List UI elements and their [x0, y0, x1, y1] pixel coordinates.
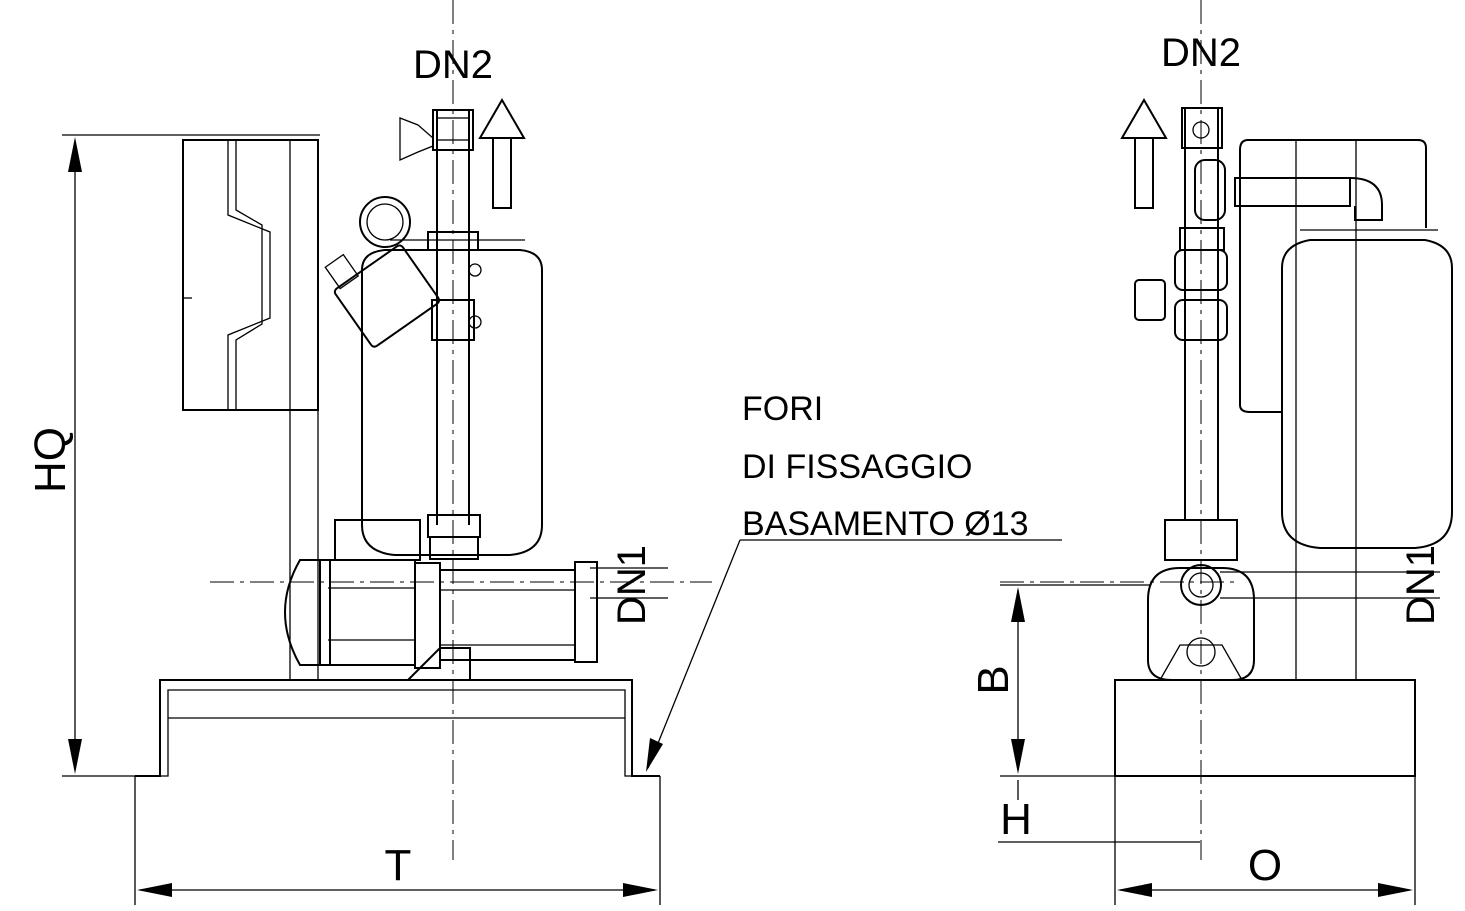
dimension-o — [1117, 883, 1413, 897]
pressure-vessel-front — [1281, 229, 1453, 549]
dimension-t — [137, 883, 658, 897]
dimension-dn1-right — [1220, 571, 1440, 599]
note-line-2: DI FISSAGGIO — [742, 448, 972, 486]
note-line-3: BASAMENTO Ø13 — [742, 505, 1029, 543]
hq-label: HQ — [26, 427, 75, 493]
dimension-b — [1000, 584, 1415, 777]
dn2-right-label: DN2 — [1161, 31, 1241, 75]
valve-handle — [399, 117, 434, 162]
pump-assembly — [284, 519, 598, 681]
b-label: B — [969, 665, 1018, 694]
delivery-pipe — [390, 109, 525, 560]
flow-arrow-up-right — [1120, 98, 1168, 209]
side-view: HQ T DN2 DN1 — [26, 0, 1062, 905]
fixing-holes-leader — [646, 539, 1062, 772]
h-label: H — [1000, 795, 1032, 844]
pressure-switch — [324, 244, 441, 348]
pressure-vessel — [361, 249, 543, 556]
front-view: B H O DN2 DN1 — [969, 0, 1453, 905]
note-line-1: FORI — [742, 390, 823, 428]
t-label: T — [385, 841, 412, 890]
vessel-connection-pipe — [1234, 177, 1383, 221]
base-plate-side — [134, 679, 661, 905]
flow-arrow-up-left — [478, 98, 526, 209]
delivery-pipe-front — [1134, 107, 1238, 561]
dn1-left-label: DN1 — [610, 545, 654, 625]
dimension-h — [998, 780, 1200, 843]
dimension-dn1-left — [590, 567, 668, 599]
dn2-left-label: DN2 — [413, 43, 493, 87]
pressure-gauge — [359, 196, 411, 248]
dimension-hq — [62, 134, 320, 777]
dn1-right-label: DN1 — [1399, 545, 1443, 625]
control-panel — [182, 139, 319, 680]
o-label: O — [1248, 841, 1282, 890]
